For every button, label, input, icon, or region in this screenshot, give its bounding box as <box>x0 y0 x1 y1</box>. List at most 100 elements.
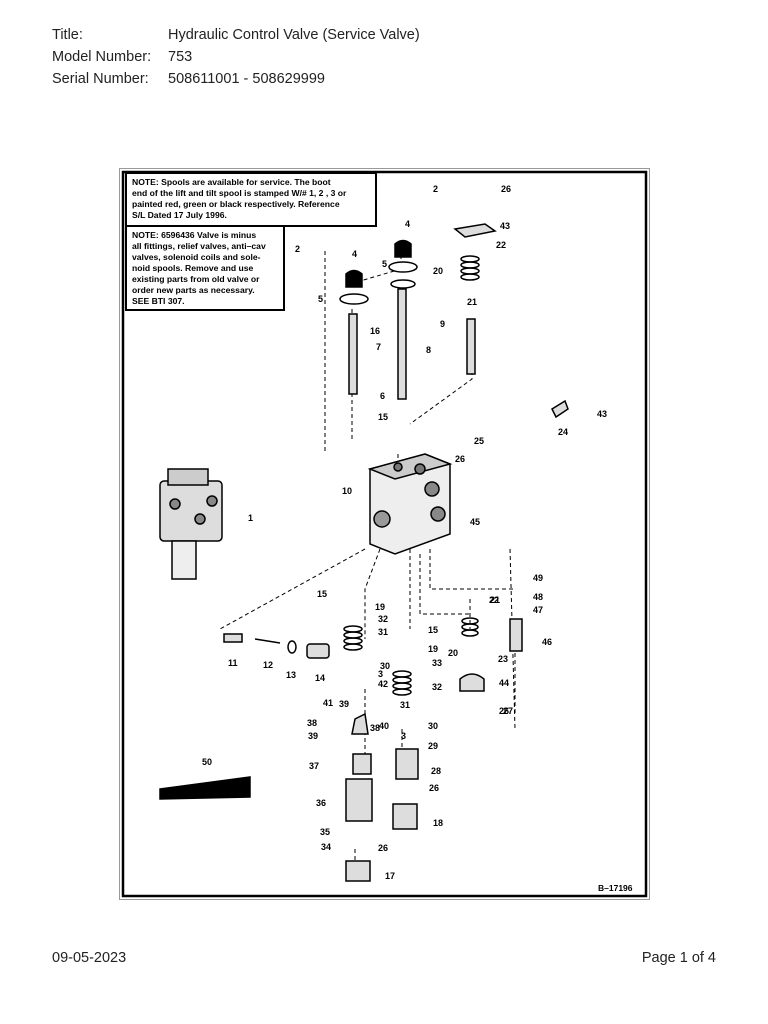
part-callout-40: 40 <box>379 721 389 731</box>
title-row: Title: Hydraulic Control Valve (Service … <box>52 24 420 46</box>
valve-body <box>367 453 453 555</box>
part-callout-34: 34 <box>321 842 331 852</box>
part-callout-1: 1 <box>248 513 253 523</box>
part-callout-31: 31 <box>378 627 388 637</box>
part-callout-24: 24 <box>558 427 568 437</box>
part-callout-4: 4 <box>352 249 357 259</box>
document-metadata: Title: Hydraulic Control Valve (Service … <box>52 24 420 90</box>
part-callout-8: 8 <box>426 345 431 355</box>
part-callout-39: 39 <box>339 699 349 709</box>
part-callout-3: 3 <box>378 669 383 679</box>
part-callout-37: 37 <box>309 761 319 771</box>
part-callout-31: 31 <box>400 700 410 710</box>
part-callout-6: 6 <box>380 391 385 401</box>
part-callout-21: 21 <box>467 297 477 307</box>
part-callout-45: 45 <box>470 517 480 527</box>
serial-label: Serial Number: <box>52 71 149 87</box>
part-callout-32: 32 <box>432 682 442 692</box>
part-callout-11: 11 <box>228 658 238 668</box>
part-callout-38: 38 <box>307 718 317 728</box>
print-date: 09-05-2023 <box>52 950 127 966</box>
note-spools-line-1: NOTE: Spools are available for service. … <box>132 177 331 187</box>
part-callout-30: 30 <box>380 661 390 671</box>
model-row: Model Number: 753 <box>52 46 420 68</box>
part-callout-21: 21 <box>490 595 500 605</box>
note-valve-line-7: SEE BTI 307. <box>132 296 185 306</box>
part-callout-50: 50 <box>202 757 212 767</box>
note-valve-line-3: valves, solenoid coils and sole- <box>132 252 261 262</box>
note-spools-line-2: end of the lift and tilt spool is stampe… <box>132 188 347 198</box>
part-callout-42: 42 <box>378 679 388 689</box>
assembled-valve-thumbnail <box>159 468 223 580</box>
part-callout-12: 12 <box>263 660 273 670</box>
part-callout-36: 36 <box>316 798 326 808</box>
part-callout-43: 43 <box>597 409 607 419</box>
part-callout-10: 10 <box>342 486 352 496</box>
exploded-parts-diagram: NOTE: Spools are available for service. … <box>119 168 650 900</box>
part-callout-48: 48 <box>533 592 543 602</box>
serial-row: Serial Number: 508611001 - 508629999 <box>52 68 420 90</box>
note-spools-line-3: painted red, green or black respectively… <box>132 199 340 209</box>
part-callout-9: 9 <box>440 319 445 329</box>
part-callout-2: 2 <box>433 184 438 194</box>
part-callout-27: 27 <box>503 706 513 716</box>
diagram-canvas: NOTE: Spools are available for service. … <box>121 170 648 898</box>
part-callout-26: 26 <box>499 706 509 716</box>
part-callout-30: 30 <box>428 721 438 731</box>
part-callout-18: 18 <box>433 818 443 828</box>
part-callout-41: 41 <box>323 698 333 708</box>
part-callout-5: 5 <box>382 259 387 269</box>
part-callout-16: 16 <box>370 326 380 336</box>
part-drawings <box>159 223 569 882</box>
part-callout-22: 22 <box>496 240 506 250</box>
part-callout-2: 2 <box>295 244 300 254</box>
part-callout-23: 23 <box>498 654 508 664</box>
part-callout-49: 49 <box>533 573 543 583</box>
note-valve-line-1: NOTE: 6596436 Valve is minus <box>132 230 256 240</box>
figure-number: B–17196 <box>598 883 633 893</box>
part-callout-5: 5 <box>318 294 323 304</box>
part-callout-17: 17 <box>385 871 395 881</box>
part-callout-25: 25 <box>474 436 484 446</box>
part-callout-19: 19 <box>428 644 438 654</box>
note-valve-line-4: noid spools. Remove and use <box>132 263 254 273</box>
serial-value: 508611001 - 508629999 <box>168 71 325 87</box>
title-label: Title: <box>52 27 83 43</box>
part-callout-28: 28 <box>431 766 441 776</box>
part-callout-22: 22 <box>489 595 499 605</box>
part-callout-47: 47 <box>533 605 543 615</box>
part-callout-13: 13 <box>286 670 296 680</box>
note-valve-line-6: order new parts as necessary. <box>132 285 255 295</box>
note-box-valve: NOTE: 6596436 Valve is minus all fitting… <box>125 225 285 311</box>
part-callout-26: 26 <box>378 843 388 853</box>
part-callout-38: 38 <box>370 723 380 733</box>
part-callout-20: 20 <box>448 648 458 658</box>
part-callout-43: 43 <box>500 221 510 231</box>
note-valve-line-2: all fittings, relief valves, anti–cav <box>132 241 266 251</box>
part-callout-7: 7 <box>376 342 381 352</box>
part-callout-26: 26 <box>501 184 511 194</box>
part-callout-29: 29 <box>428 741 438 751</box>
diagram-border <box>121 170 648 898</box>
part-callout-26: 26 <box>429 783 439 793</box>
title-value: Hydraulic Control Valve (Service Valve) <box>168 27 420 43</box>
part-callout-35: 35 <box>320 827 330 837</box>
part-callout-19: 19 <box>375 602 385 612</box>
note-box-spools: NOTE: Spools are available for service. … <box>125 172 377 227</box>
part-callout-33: 33 <box>432 658 442 668</box>
page-number: Page 1 of 4 <box>641 950 716 966</box>
part-callout-15: 15 <box>317 589 327 599</box>
note-spools-line-4: S/L Dated 17 July 1996. <box>132 210 227 220</box>
part-callout-32: 32 <box>378 614 388 624</box>
part-callout-4: 4 <box>405 219 410 229</box>
model-value: 753 <box>168 49 193 65</box>
part-callout-44: 44 <box>499 678 509 688</box>
part-callout-15: 15 <box>428 625 438 635</box>
part-callout-15: 15 <box>378 412 388 422</box>
note-valve-line-5: existing parts from old valve or <box>132 274 260 284</box>
part-callout-3: 3 <box>401 731 406 741</box>
part-callout-26: 26 <box>455 454 465 464</box>
part-callout-20: 20 <box>433 266 443 276</box>
part-callout-46: 46 <box>542 637 552 647</box>
